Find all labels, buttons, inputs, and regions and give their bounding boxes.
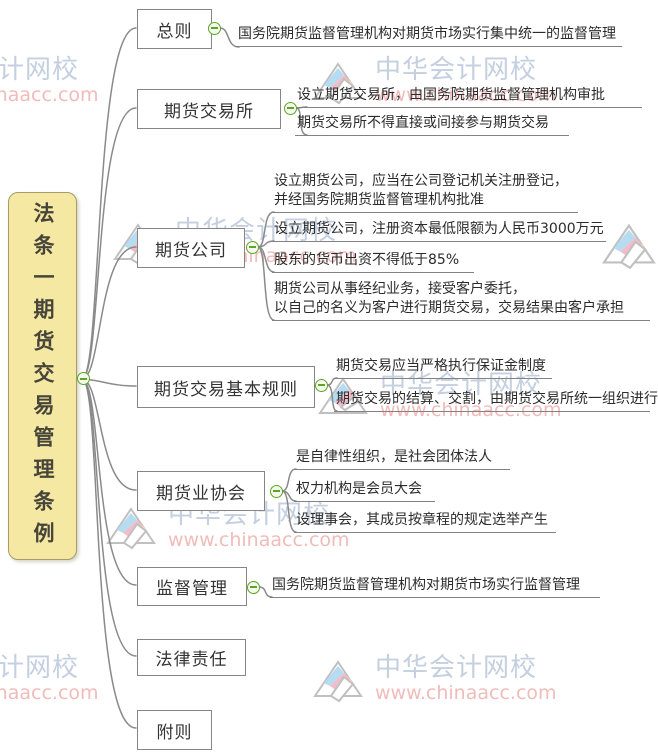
watermark: 中华会计网校 www.chinaacc.com [600,218,658,270]
collapse-minus-icon[interactable] [245,240,259,254]
collapse-minus-icon[interactable] [283,101,297,115]
branch-label: 期货业协会 [156,483,246,504]
branch-label: 期货交易基本规则 [154,379,298,400]
watermark: 中华会计网校 www.chinaacc.com [313,655,557,703]
leaf-item[interactable]: 期货公司从事经纪业务，接受客户委托， 以自己的名义为客户进行期货交易，交易结果由… [272,280,650,321]
branch-label: 监督管理 [156,579,228,599]
branch-node-legal-liability[interactable]: 法律责任 [137,639,246,676]
watermark-brand: 中华会计网校 [375,653,538,683]
branch-label: 法律责任 [155,650,228,670]
watermark-brand: 中华会计网校 [0,55,80,85]
chinaacc-logo-icon [106,507,156,550]
chinaacc-logo-icon [313,62,363,105]
leaf-item[interactable]: 权力机构是会员大会 [294,481,435,502]
watermark-brand: 中华会计网校 [375,55,538,85]
chinaacc-logo-icon [318,377,368,414]
leaf-item[interactable]: 国务院期货监督管理机构对期货市场实行监督管理 [270,577,600,598]
branch-node-futures-exchange[interactable]: 期货交易所 [137,89,281,129]
leaf-item[interactable]: 是自律性组织，是社会团体法人 [294,449,510,470]
watermark-brand: 中华会计网校 [0,653,80,683]
watermark-url: www.chinaacc.com [375,682,557,704]
branch-node-futures-association[interactable]: 期货业协会 [137,471,265,511]
branch-node-basic-trading-rules[interactable]: 期货交易基本规则 [137,366,315,408]
leaf-item[interactable]: 设理事会，其成员按章程的规定选举产生 [294,512,556,533]
root-topic[interactable]: 法条一期货交易管理条例 [8,192,77,560]
leaf-item[interactable]: 期货交易所不得直接或间接参与期货交易 [295,115,569,136]
leaf-item[interactable]: 股东的货币出资不得低于85% [272,252,474,273]
leaf-item[interactable]: 设立期货公司，应当在公司登记机关注册登记， 并经国务院期货监督管理机构批准 [272,172,578,213]
branch-node-supervision[interactable]: 监督管理 [137,567,247,606]
branch-label: 期货公司 [155,240,227,261]
watermark: 中华会计网校 www.chinaacc.com [0,653,99,704]
chinaacc-logo-icon [601,223,656,270]
leaf-item[interactable]: 期货交易的结算、交割，由期货交易所统一组织进行 [334,391,658,412]
watermark-url: www.chinaacc.com [0,84,99,106]
leaf-item[interactable]: 期货交易应当严格执行保证金制度 [334,358,552,379]
watermark-url: www.chinaacc.com [375,84,557,106]
branch-label: 附则 [156,722,193,743]
leaf-item[interactable]: 国务院期货监督管理机构对期货市场实行集中统一的监督管理 [236,26,622,47]
collapse-minus-icon[interactable] [314,378,328,392]
collapse-minus-icon[interactable] [269,484,283,498]
watermark: 中华会计网校 www.chinaacc.com [0,55,99,106]
watermark-url: www.chinaacc.com [0,682,99,704]
watermark-url: www.chinaacc.com [380,399,562,421]
root-topic-label: 法条一期货交易管理条例 [31,202,55,554]
leaf-item[interactable]: 设立期货交易所，由国务院期货监督管理机构审批 [295,87,642,108]
branch-label: 期货交易所 [164,101,254,122]
watermark: 中华会计网校 www.chinaacc.com [313,57,557,105]
collapse-minus-icon[interactable] [76,372,90,385]
collapse-minus-icon[interactable] [246,580,260,594]
branch-node-futures-company[interactable]: 期货公司 [137,228,245,268]
chinaacc-logo-icon [313,660,363,703]
collapse-minus-icon[interactable] [207,21,221,35]
leaf-item[interactable]: 设立期货公司，注册资本最低限额为人民币3000万元 [272,221,606,242]
watermark-brand: 中华会计网校 [380,370,543,400]
branch-node-general-rules[interactable]: 总则 [137,9,212,49]
watermark: 中华会计网校 www.chinaacc.com [318,372,562,420]
watermark-url: www.chinaacc.com [168,529,350,551]
branch-node-supplementary[interactable]: 附则 [137,710,212,750]
branch-label: 总则 [156,21,193,42]
